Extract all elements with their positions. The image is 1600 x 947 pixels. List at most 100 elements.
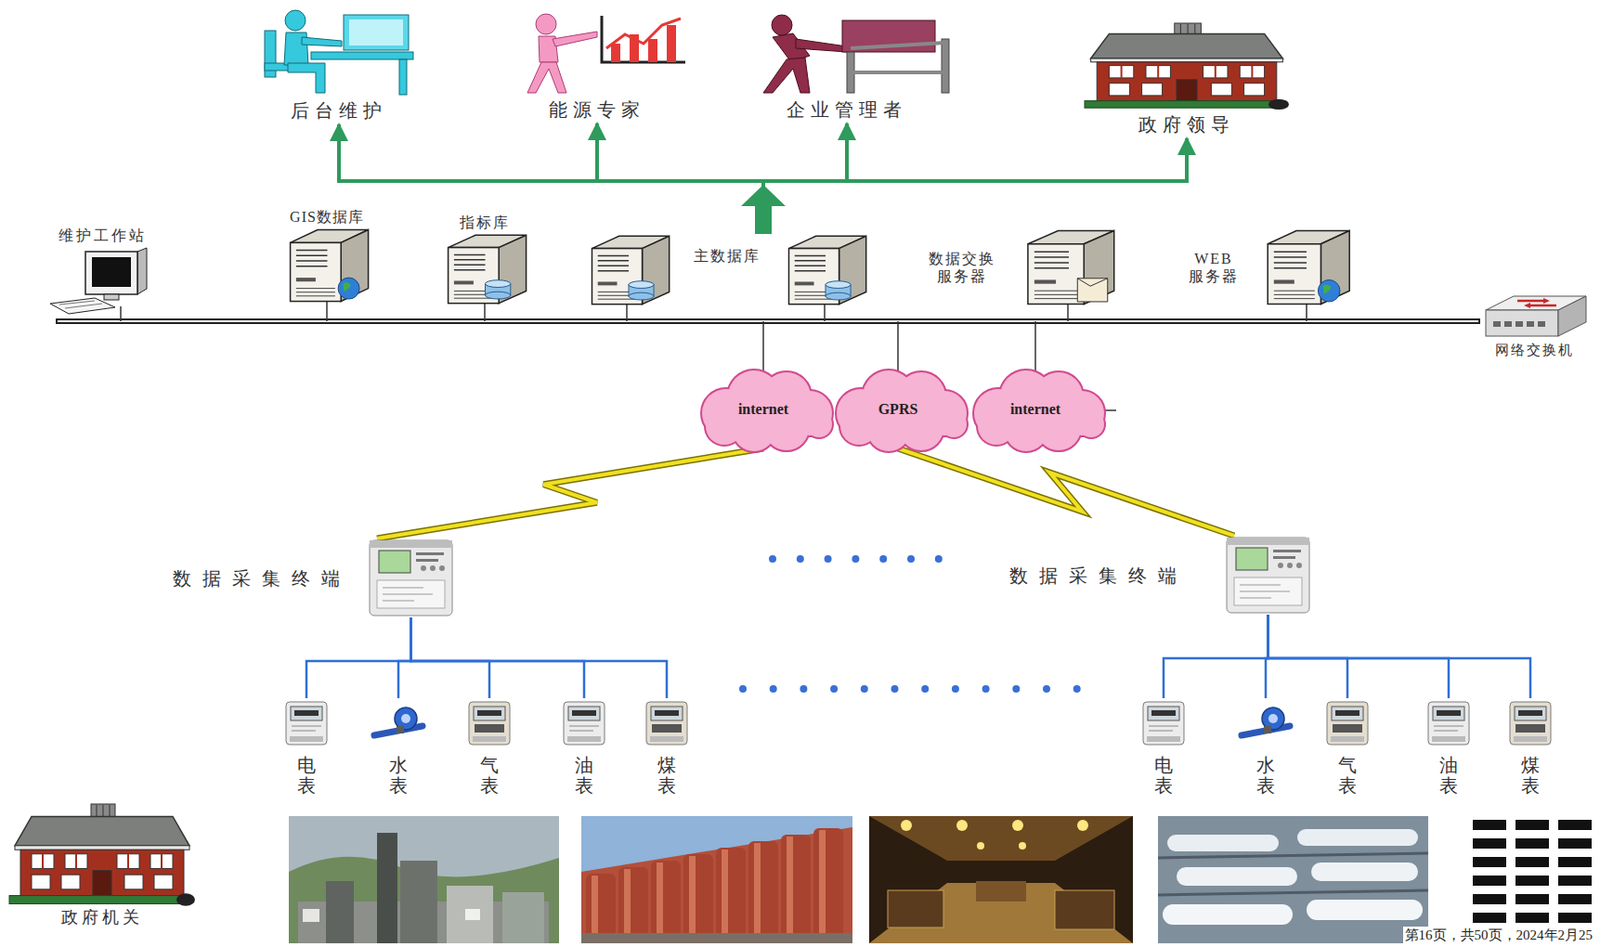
server-vent (295, 287, 335, 289)
cloud-fill (977, 407, 1015, 445)
disk (825, 281, 851, 289)
tunnel-photo (900, 819, 912, 832)
server-vent (295, 291, 335, 293)
tunnel-photo (1077, 819, 1089, 832)
meter: 水表 (1237, 698, 1294, 796)
server-slot (794, 265, 826, 268)
server-slot (453, 264, 485, 267)
meter-panel (291, 726, 322, 731)
server-icon (278, 227, 377, 304)
meter-wire (411, 617, 668, 699)
globe (338, 277, 360, 300)
chimney (91, 804, 116, 819)
meter: 油表 (1420, 698, 1477, 796)
server-vent (794, 299, 834, 300)
meter-wire (1163, 614, 1269, 699)
meter-window (473, 706, 506, 721)
rolls-photo (1157, 890, 1429, 896)
device-label: 维护工作站 (58, 226, 147, 245)
window (1120, 65, 1123, 79)
meter-body (286, 702, 327, 745)
terminal-label (416, 559, 439, 562)
meter: 油表 (556, 698, 612, 796)
terminal-icon (1224, 535, 1312, 615)
valve (396, 726, 404, 734)
meter-icon (278, 698, 335, 750)
window (1145, 65, 1171, 79)
switch-side (1558, 296, 1587, 337)
window (117, 854, 140, 870)
window (1203, 65, 1228, 79)
server: WEB 服务器 (1184, 228, 1358, 307)
tunnel-photo (976, 842, 985, 850)
meter-base (472, 736, 507, 742)
meter-base (1146, 736, 1181, 742)
server-slot (1274, 261, 1307, 264)
server-slot (1034, 250, 1069, 253)
server-slot (295, 265, 327, 268)
rail (850, 42, 946, 49)
device-label: 数据交换 服务器 (925, 249, 999, 286)
meter-wire (306, 617, 412, 699)
meter-digits (572, 710, 597, 716)
tunnel-photo (869, 816, 1133, 944)
meter-digits (654, 710, 679, 716)
server-slot (295, 277, 315, 282)
server-slot (598, 255, 629, 258)
server-icon (580, 234, 677, 307)
base (1084, 101, 1283, 109)
meter-label: 电表 (1154, 754, 1173, 796)
terminal-panel (1239, 585, 1290, 599)
plant-photo (446, 885, 494, 944)
collector-terminal: 数据采集终端 (172, 538, 455, 618)
chimney (1194, 24, 1196, 34)
role-label: 后台维护 (290, 99, 388, 122)
terminal-label (416, 552, 444, 556)
silo-photo (689, 856, 696, 944)
disk (628, 292, 654, 300)
cloud-fill (840, 407, 878, 445)
meter-label: 水表 (1256, 754, 1275, 796)
system-bus (57, 320, 1479, 323)
server-vent (598, 299, 638, 300)
chimney (1180, 24, 1182, 34)
legs (287, 63, 326, 93)
cloud-fill (806, 411, 833, 438)
roof (14, 816, 190, 846)
window (1142, 83, 1163, 96)
post (941, 39, 950, 93)
arm (301, 37, 342, 47)
plant-photo (465, 909, 481, 921)
role-figure: 能源专家 (504, 11, 690, 121)
server-slot (1274, 267, 1307, 270)
network-label: GPRS (878, 400, 919, 418)
tunnel-photo (1012, 819, 1024, 832)
switch-arrow (1523, 298, 1550, 309)
meter-icon (1420, 698, 1477, 750)
server-vent (1274, 298, 1315, 300)
cloud-fill (940, 411, 967, 438)
meter-icon (1237, 698, 1294, 750)
meter: 电表 (278, 698, 335, 796)
meter-digits (1518, 710, 1543, 716)
chart-axis (601, 15, 686, 63)
building-label: 政府机关 (61, 908, 144, 929)
disk (484, 280, 510, 288)
meter-wire (1268, 614, 1349, 699)
silo-photo (656, 862, 664, 944)
rolls-photo (1157, 816, 1429, 944)
meter-icon (1319, 698, 1376, 750)
manager-icon (735, 11, 959, 95)
wireless-link (377, 448, 764, 539)
terminal-body (1226, 537, 1310, 613)
flow-arrow (763, 138, 1187, 235)
screen (91, 257, 131, 287)
device-label: 网络交换机 (1495, 341, 1574, 359)
window (31, 874, 51, 890)
meter-window (1514, 706, 1547, 721)
server-slot (295, 260, 327, 263)
role-label: 能源专家 (548, 98, 646, 121)
ellipsis-dots (772, 555, 939, 563)
device-label: 指标库 (459, 213, 510, 232)
